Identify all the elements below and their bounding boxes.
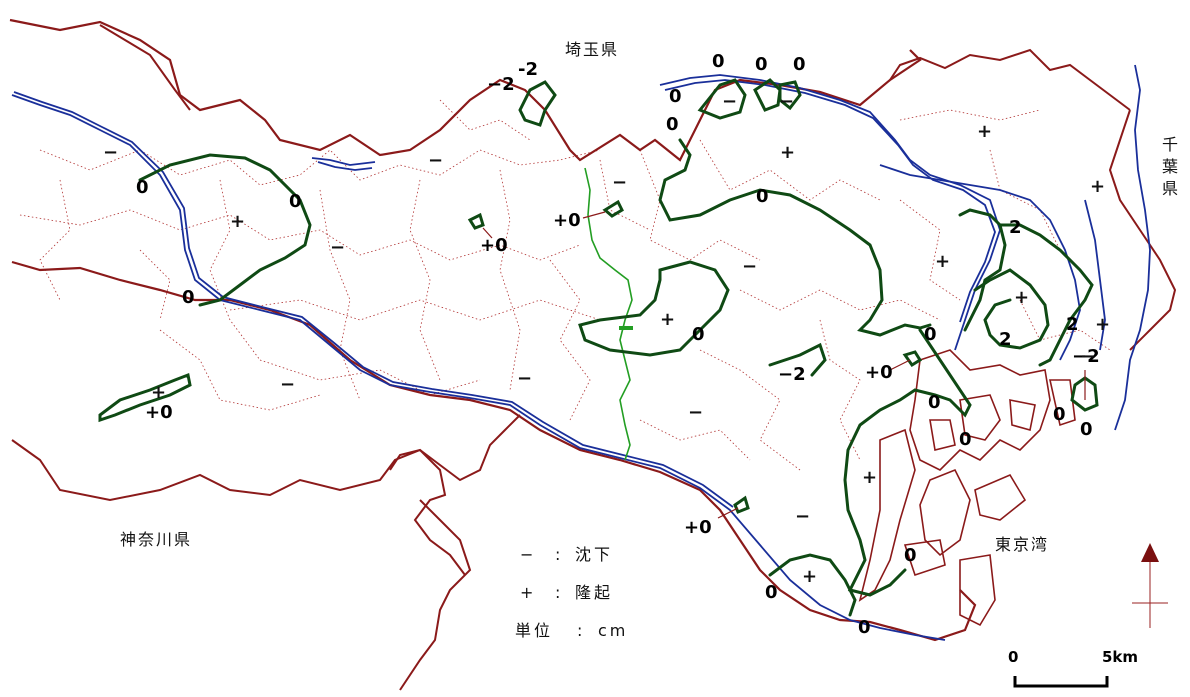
saitama-border — [889, 48, 1131, 111]
scale-end: 5km — [1102, 648, 1138, 666]
contour-label: 0 — [666, 114, 679, 135]
legend-unit-value: cm — [598, 621, 628, 640]
municipal-boundaries — [19, 99, 1111, 471]
uplift-sign: + — [151, 382, 166, 403]
label-chiba-1: 千 — [1162, 135, 1180, 154]
uplift-sign: + — [1095, 314, 1110, 335]
contour-label: +0 — [145, 402, 173, 423]
legend-uplift-sep: : — [555, 583, 563, 602]
legend-unit-sep: : — [577, 621, 585, 640]
contour-label: +0 — [553, 210, 581, 231]
contour-label: 0 — [1053, 404, 1066, 425]
label-chiba-3: 県 — [1162, 179, 1180, 198]
contour-label: 0 — [669, 86, 682, 107]
subsidence-sign: − — [517, 368, 532, 389]
contour-label: 0 — [858, 617, 871, 638]
contour-label: 0 — [136, 177, 149, 198]
bay-reclaimed-land — [858, 349, 1076, 627]
subsidence-sign: − — [428, 150, 443, 171]
contour-label: 0 — [756, 186, 769, 207]
subsidence-sign: − — [1080, 346, 1095, 367]
contour-label: +0 — [684, 517, 712, 538]
uplift-sign: + — [862, 467, 877, 488]
tokyo-boundary — [9, 18, 977, 642]
contour-label: 2 — [1066, 314, 1079, 335]
scale-start: 0 — [1008, 648, 1018, 666]
uplift-sign: + — [1090, 176, 1105, 197]
label-chiba-2: 葉 — [1162, 157, 1180, 176]
green-marker — [619, 326, 633, 330]
subsidence-sign: − — [688, 402, 703, 423]
label-saitama: 埼玉県 — [565, 40, 619, 59]
uplift-sign: + — [780, 142, 795, 163]
contour-lines — [98, 78, 1099, 617]
legend-uplift-symbol: + — [520, 583, 536, 602]
uplift-sign: + — [660, 309, 675, 330]
contour-label: −2 — [778, 364, 806, 385]
contour-label: 2 — [999, 329, 1012, 350]
contour-label: 0 — [959, 429, 972, 450]
north-arrow-icon — [1132, 543, 1168, 628]
legend-uplift-text: 隆起 — [575, 583, 613, 602]
green-boundary-line — [584, 167, 633, 461]
contour-label: 0 — [928, 392, 941, 413]
contour-label: 0 — [765, 582, 778, 603]
contour-value-labels: 0 0 0 0 0 0 0 0 0 0 0 0 0 0 0 0 0 +0 +0 … — [136, 51, 1100, 638]
contour-label: -2 — [518, 59, 538, 80]
contour-label: 0 — [904, 545, 917, 566]
legend: − : 沈下 + : 隆起 単位 : cm — [515, 545, 628, 640]
uplift-sign: + — [802, 566, 817, 587]
label-kanagawa: 神奈川県 — [120, 530, 192, 549]
okutama-border — [99, 24, 191, 111]
legend-subsidence-sep: : — [555, 545, 563, 564]
leader-lines — [482, 211, 1086, 519]
subsidence-sign: − — [742, 256, 757, 277]
uplift-sign: + — [977, 121, 992, 142]
uplift-sign: + — [230, 211, 245, 232]
contour-label: 0 — [289, 191, 302, 212]
contour-label: −2 — [1072, 346, 1100, 367]
label-tokyo-bay: 東京湾 — [995, 535, 1049, 554]
contour-label: 0 — [182, 287, 195, 308]
contour-label: 0 — [692, 324, 705, 345]
subsidence-sign: − — [103, 142, 118, 163]
legend-subsidence-text: 沈下 — [575, 545, 613, 564]
subsidence-sign: − — [280, 374, 295, 395]
kanagawa-border-south — [399, 499, 472, 691]
contour-label: 0 — [1080, 419, 1093, 440]
rivers — [11, 64, 1151, 641]
contour-label: +0 — [865, 362, 893, 383]
subsidence-sign: − — [612, 172, 627, 193]
contour-label: +0 — [480, 235, 508, 256]
contour-label: 0 — [755, 54, 768, 75]
contour-label: −2 — [487, 74, 515, 95]
subsidence-sign: − — [779, 91, 794, 112]
subsidence-sign: − — [795, 506, 810, 527]
machida-border — [389, 448, 466, 576]
region-sign-labels: − − − − − − − − − − − − + + + + + + + + … — [103, 91, 1110, 587]
contour-label: 2 — [1009, 217, 1022, 238]
uplift-sign: + — [935, 251, 950, 272]
uplift-sign: + — [1014, 287, 1029, 308]
contour-label: 0 — [924, 324, 937, 345]
subsidence-sign: − — [330, 237, 345, 258]
legend-subsidence-symbol: − — [520, 545, 536, 564]
subsidence-sign: − — [722, 91, 737, 112]
kanagawa-border — [11, 414, 521, 502]
scale-bar: 0 5km — [1008, 648, 1138, 688]
contour-label: 0 — [793, 54, 806, 75]
contour-label: 0 — [712, 51, 725, 72]
legend-unit-label: 単位 — [515, 621, 553, 640]
